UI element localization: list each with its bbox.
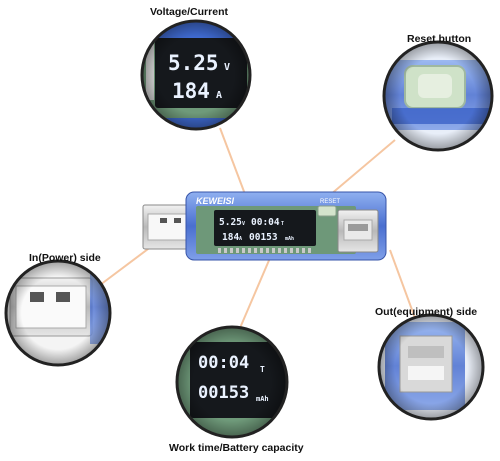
label-voltage-current: Voltage/Current	[150, 6, 228, 18]
device-brand: KEWEISI	[196, 196, 235, 206]
device-reset-button	[317, 205, 337, 217]
usb-tester-device: KEWEISI RESET 5.25 V 00:04 T 184 A 00153…	[142, 191, 387, 261]
lcd-current: 184	[222, 232, 239, 243]
lcd-voltage: 5.25	[219, 217, 242, 228]
lcd-capacity: 00153	[249, 232, 278, 243]
pointer-work	[239, 257, 271, 329]
device-reset-text: RESET	[320, 199, 340, 205]
lcd-time-unit: T	[281, 221, 284, 227]
zoom-circle-work: 00:04 T 00153 mAh	[175, 325, 289, 439]
zoom-circle-out	[377, 313, 485, 421]
lcd-pins	[218, 248, 311, 253]
label-out-equipment-side: Out(equipment) side	[375, 306, 478, 318]
pointer-reset	[329, 139, 396, 196]
zoom-circle-reset	[382, 40, 494, 152]
lcd-capacity-unit: mAh	[285, 236, 294, 242]
device-lcd	[214, 210, 316, 246]
label-in-power-side: In(Power) side	[29, 252, 101, 264]
label-work-time-battery: Work time/Battery capacity	[169, 442, 304, 454]
label-reset-button: Reset button	[407, 33, 472, 45]
lcd-time: 00:04	[251, 217, 280, 228]
pointer-out	[389, 249, 416, 319]
lcd-voltage-unit: V	[242, 221, 245, 227]
lcd-current-unit: A	[239, 236, 242, 242]
zoom-circle-in	[4, 259, 112, 367]
zoom-circle-voltage: 5.25 V 184 A	[140, 19, 252, 131]
